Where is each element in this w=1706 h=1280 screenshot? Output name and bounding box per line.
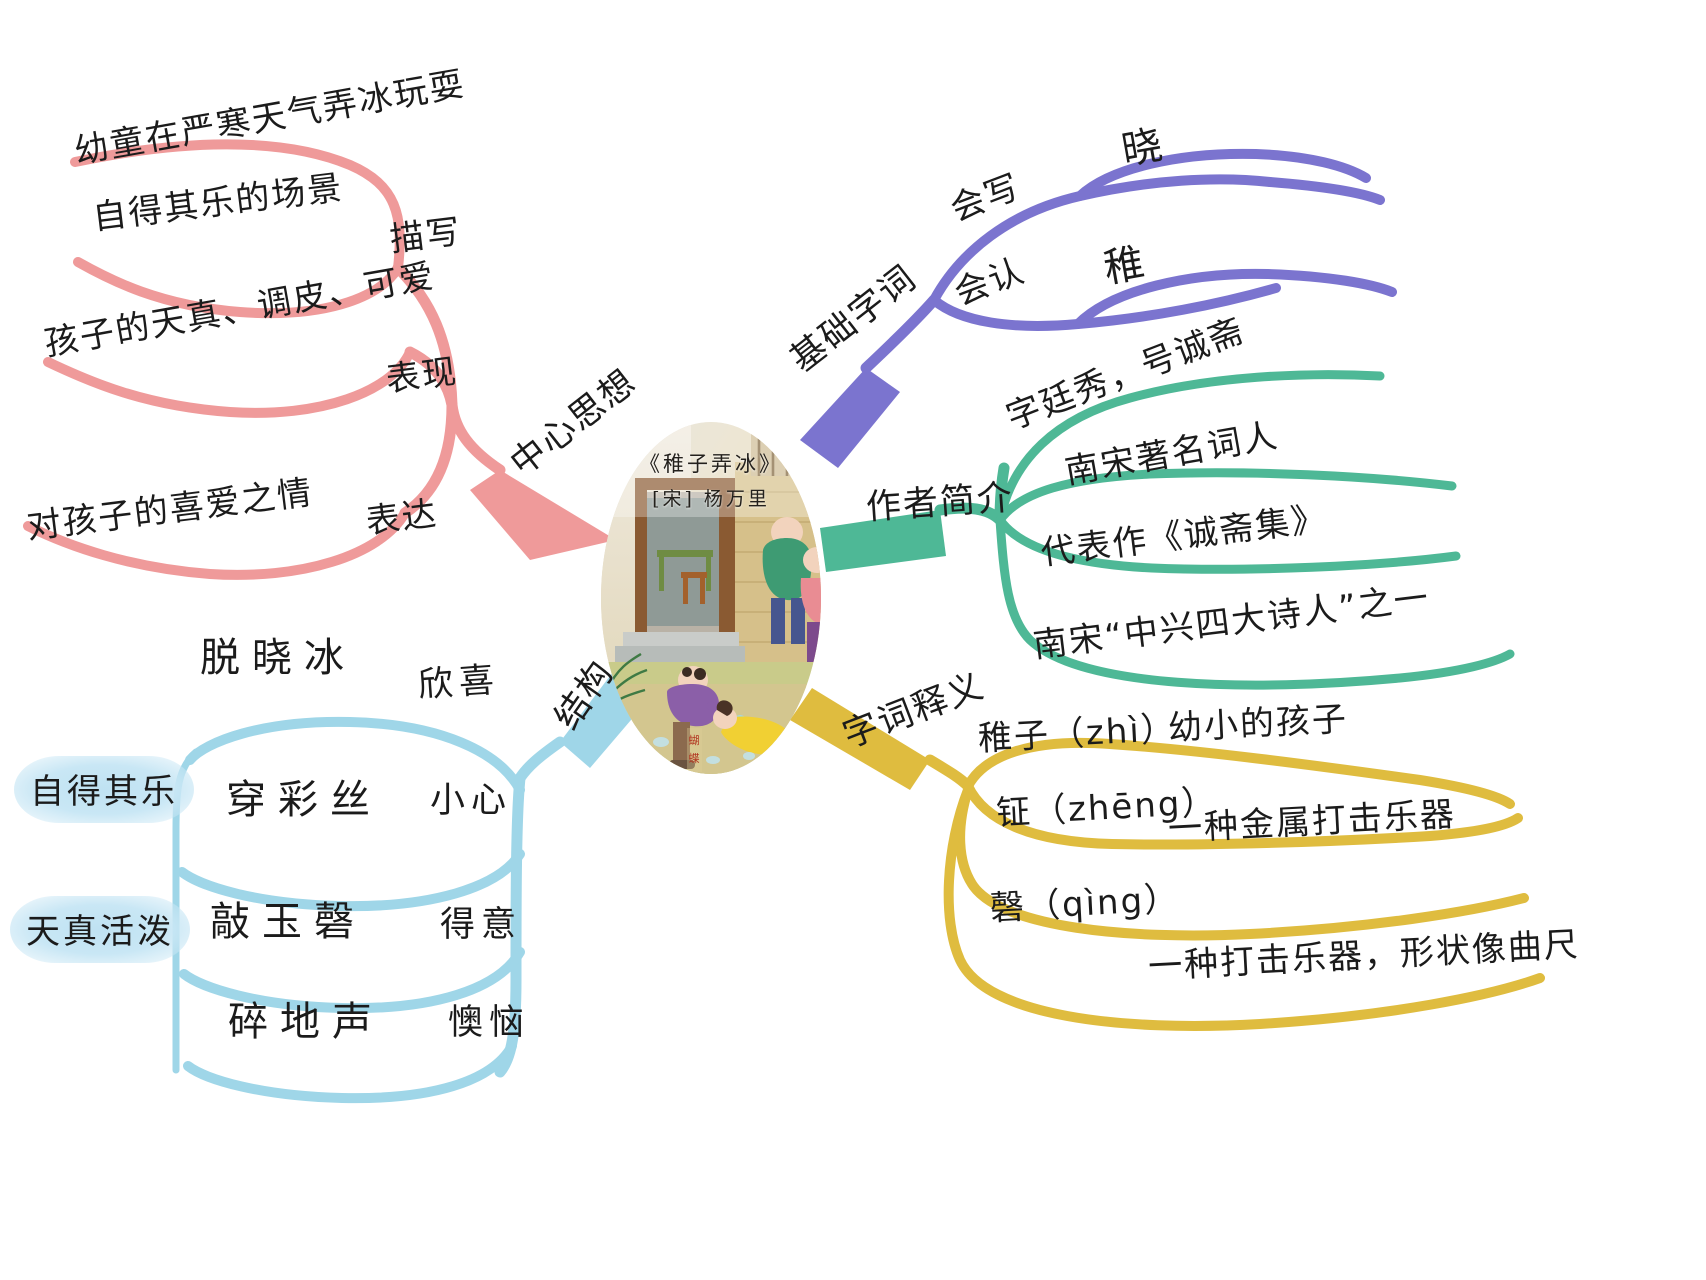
branch-label-author[interactable]: 作者简介 bbox=[864, 477, 1016, 529]
words-child-label-huiren[interactable]: 会认 bbox=[948, 250, 1031, 314]
structure-tag-tianzhenhuopo[interactable]: 天真活泼 bbox=[10, 896, 190, 963]
words-leaf-zhi[interactable]: 稚 bbox=[1100, 239, 1150, 293]
words-leaf-xiao[interactable]: 晓 bbox=[1118, 121, 1168, 175]
poem-author: [宋] 杨万里 bbox=[652, 488, 770, 510]
glossary-term-zhizi[interactable]: 稚子（zhì） bbox=[977, 708, 1178, 760]
structure-child-label-xiaoxin[interactable]: 小心 bbox=[430, 781, 513, 821]
structure-leaf-tuoxiaobing[interactable]: 脱晓冰 bbox=[200, 635, 356, 681]
structure-leaf-qiaoyuqing[interactable]: 敲玉磬 bbox=[210, 899, 366, 945]
svg-text:蝶: 蝶 bbox=[689, 751, 700, 765]
center-node[interactable]: 蝴 蝶 《稚子弄冰》 [宋] 杨万里 bbox=[601, 422, 821, 774]
theme-trunk bbox=[470, 470, 616, 560]
words-child-label-huixie[interactable]: 会写 bbox=[944, 166, 1027, 230]
glossary-spine bbox=[924, 754, 974, 792]
structure-spine bbox=[514, 736, 566, 784]
theme-spine bbox=[446, 399, 506, 476]
theme-leaf-zidequle[interactable]: 自得其乐的场景 bbox=[90, 167, 346, 239]
glossary-term-qing[interactable]: 磬（qìng） bbox=[989, 879, 1182, 929]
theme-leaf-xiaiqing[interactable]: 对孩子的喜爱之情 bbox=[24, 472, 316, 548]
theme-child-label-miaoxie[interactable]: 描写 bbox=[387, 211, 465, 261]
author-leaf-daibiaozuo[interactable]: 代表作《诚斋集》 bbox=[1038, 498, 1330, 574]
author-leaf-sidashiren[interactable]: 南宋“中兴四大诗人”之一 bbox=[1030, 577, 1433, 667]
svg-text:蝴: 蝴 bbox=[689, 734, 700, 747]
structure-leaf-chuancaisi[interactable]: 穿彩丝 bbox=[226, 777, 382, 823]
theme-leaf-tianzhen[interactable]: 孩子的天真、调皮、可爱 bbox=[41, 255, 439, 365]
structure-tag-zidequle[interactable]: 自得其乐 bbox=[14, 756, 194, 823]
structure-child-label-xinxi[interactable]: 欣喜 bbox=[416, 660, 502, 706]
branch-label-glossary[interactable]: 字词释义 bbox=[837, 665, 991, 757]
center-illustration: 蝴 蝶 bbox=[601, 422, 821, 774]
structure-child-label-deyi[interactable]: 得意 bbox=[440, 905, 523, 945]
branch-label-basic-words[interactable]: 基础字词 bbox=[783, 257, 925, 381]
structure-c4-line bbox=[183, 1041, 517, 1104]
theme-c2-leaf1-line bbox=[43, 347, 415, 418]
words-c1-join bbox=[1265, 177, 1385, 205]
author-leaf-nansong-ciren[interactable]: 南宋著名词人 bbox=[1062, 415, 1282, 493]
structure-leaf-suidisheng[interactable]: 碎地声 bbox=[228, 999, 384, 1045]
structure-child-label-aonao[interactable]: 懊恼 bbox=[448, 1003, 531, 1043]
author-leaf-zitingxiu[interactable]: 字廷秀，号诚斋 bbox=[1000, 310, 1251, 438]
glossary-def-qing[interactable]: 一种打击乐器，形状像曲尺 bbox=[1147, 924, 1581, 988]
glossary-def-zhizi[interactable]: 幼小的孩子 bbox=[1167, 699, 1349, 749]
theme-leaf-youtong[interactable]: 幼童在严寒天气弄冰玩耍 bbox=[71, 63, 469, 173]
theme-child-label-biaoxian[interactable]: 表现 bbox=[383, 351, 461, 401]
theme-child-label-biaoda[interactable]: 表达 bbox=[363, 493, 441, 543]
poem-title: 《稚子弄冰》 bbox=[639, 452, 783, 476]
